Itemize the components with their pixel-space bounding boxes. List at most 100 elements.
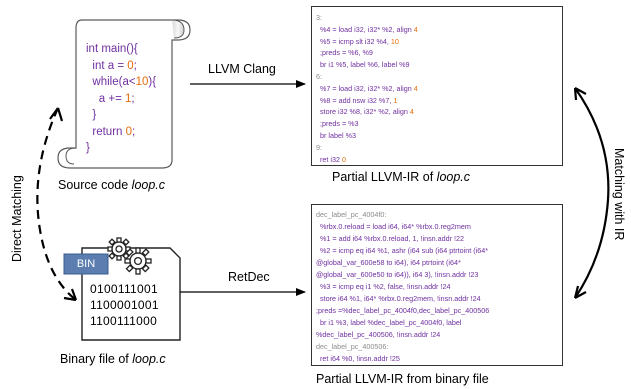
code-token: 10 (390, 36, 399, 46)
code-line: br label %3 (316, 131, 356, 141)
code-token: 0 (127, 59, 134, 72)
code-token: ; (133, 59, 137, 72)
code-line: ret i32 0 (316, 155, 346, 165)
code-token: 10 (135, 76, 149, 88)
code-token: 0 (125, 125, 133, 138)
retdec-label: RetDec (228, 270, 270, 284)
code-line: dec_label_pc_4004f0: (316, 210, 386, 220)
code-token: %2 = icmp eq i64 %1, ashr (i64 sub (i64 … (316, 246, 488, 255)
ir-top-box: 3: %4 = load i32, i32* %2, align 4 %5 = … (311, 6, 563, 166)
code-token: %4 = load i32, i32* %2, align (316, 24, 414, 34)
code-token: dec_label_pc_4004f0: (316, 210, 387, 219)
code-token: ;preds =%dec_label_pc_4004f0,dec_label_p… (316, 306, 490, 315)
binary-bits: 0100111001 1100001001 1100111000 (90, 281, 159, 329)
code-token: main(){ (101, 43, 138, 55)
code-line: return 0; (86, 125, 135, 139)
code-token: 4 (409, 107, 414, 117)
code-line: br i1 %5, label %6, label %9 (316, 60, 410, 70)
code-token: 4 (413, 24, 418, 34)
code-line: %2 = icmp eq i64 %1, ashr (i64 sub (i64 … (316, 246, 488, 256)
code-token: br label %3 (316, 131, 356, 140)
code-line: 3: (316, 13, 322, 23)
code-line: while(a<10){ (86, 75, 156, 89)
code-token: 6: (316, 72, 322, 81)
code-line: } (86, 108, 96, 122)
source-caption: Source code loop.c (58, 178, 166, 192)
code-line: store i64 %1, i64* %rbx.0.reg2mem, !insn… (316, 294, 481, 304)
code-token: } (86, 142, 90, 154)
ir-bottom-caption: Partial LLVM-IR from binary file (316, 372, 489, 386)
code-line: 9: (316, 143, 322, 153)
code-token: 0 (341, 154, 346, 164)
code-line: %4 = load i32, i32* %2, align 4 (316, 25, 418, 35)
code-token: 4 (413, 83, 418, 93)
code-token: %3 = icmp eq i1 %2, false, !insn.addr !2… (316, 282, 451, 291)
code-token: ; (131, 92, 135, 105)
code-token: ){ (148, 76, 157, 88)
code-line: %rbx.0.reload = load i64, i64* %rbx.0.re… (316, 222, 471, 232)
code-token: } (86, 109, 97, 121)
code-token: ret i64 %0, !insn.addr !25 (316, 354, 400, 363)
binary-caption: Binary file of loop.c (60, 352, 166, 366)
code-token: br i1 %3, label %dec_label_pc_4004f0, la… (316, 318, 462, 327)
code-token: %8 = add nsw i32 %7, (316, 95, 394, 105)
code-line: %1 = add i64 %rbx.0.reload, 1, !insn.add… (316, 234, 464, 244)
scroll-icon (57, 19, 191, 169)
code-token: br i1 %5, label %6, label %9 (316, 60, 410, 70)
code-token: %rbx.0.reload = load i64, i64* %rbx.0.re… (316, 222, 471, 231)
code-token: %5 = icmp slt i32 %4, (316, 36, 391, 46)
code-token: @global_var_600e58 to i64), i64 ptrtoint… (316, 258, 461, 267)
ir-bottom-box: dec_label_pc_4004f0: %rbx.0.reload = loa… (311, 204, 563, 366)
code-token: ret i32 (316, 154, 342, 164)
bits-row: 1100111000 (90, 314, 158, 328)
gears-icon (107, 237, 152, 275)
llvm-clang-label: LLVM Clang (208, 62, 276, 76)
code-line: a += 1; (86, 92, 135, 106)
code-token: dec_label_pc_400506: (316, 342, 389, 351)
code-line: ;preds = %3 (316, 119, 359, 129)
code-token: %1 = add i64 %rbx.0.reload, 1, !insn.add… (316, 234, 465, 243)
code-token: store i64 %1, i64* %rbx.0.reg2mem, !insn… (316, 294, 481, 303)
code-line: br i1 %3, label %dec_label_pc_4004f0, la… (316, 318, 461, 328)
code-line: %dec_label_pc_400506, !insn.addr !24 (316, 330, 440, 340)
code-token: int (86, 59, 108, 72)
code-line: %3 = icmp eq i1 %2, false, !insn.addr !2… (316, 282, 450, 292)
matching-with-ir-curve (574, 87, 610, 299)
direct-matching-curve (36, 107, 77, 301)
ir-top-caption: Partial LLVM-IR of loop.c (332, 170, 471, 184)
code-token: ;preds = %6, %9 (316, 48, 373, 58)
code-token: @global_var_600e50 to i64)), i64 3), !in… (316, 270, 479, 279)
bits-row: 1100001001 (90, 298, 159, 312)
code-token: 3: (316, 13, 322, 22)
code-line: ;preds =%dec_label_pc_4004f0,dec_label_p… (316, 306, 489, 316)
code-token: store i32 %8, i32* %2, align (316, 107, 410, 117)
code-token: return (86, 125, 126, 138)
bin-badge: BIN (76, 258, 96, 270)
code-line: 6: (316, 72, 322, 82)
code-line: %5 = icmp slt i32 %4, 10 (316, 37, 399, 47)
code-token: ; (132, 125, 136, 138)
code-token: %dec_label_pc_400506, !insn.addr !24 (316, 330, 441, 339)
bits-row: 0100111001 (90, 282, 158, 296)
code-token: 1 (125, 92, 132, 105)
code-line: ;preds = %6, %9 (316, 48, 373, 58)
code-line: int main(){ (86, 42, 138, 56)
binary-file-icon (63, 247, 181, 341)
code-line: store i32 %8, i32* %2, align 4 (316, 107, 414, 117)
code-token: a += (86, 92, 125, 105)
code-token: while (86, 76, 119, 88)
code-token: int (86, 43, 102, 55)
direct-matching-label: Direct Matching (10, 175, 24, 262)
code-line: %7 = load i32, i32* %2, align 4 (316, 84, 418, 94)
code-line: ret i64 %0, !insn.addr !25 (316, 354, 400, 364)
matching-with-ir-label: Matching with IR (612, 148, 626, 241)
code-token: %7 = load i32, i32* %2, align (316, 83, 414, 93)
code-token: 9: (316, 142, 322, 152)
code-line: } (86, 141, 90, 155)
code-line: %8 = add nsw i32 %7, 1 (316, 96, 397, 106)
code-line: int a = 0; (86, 59, 137, 73)
code-token: ;preds = %3 (316, 119, 359, 129)
code-line: @global_var_600e58 to i64), i64 ptrtoint… (316, 258, 461, 268)
